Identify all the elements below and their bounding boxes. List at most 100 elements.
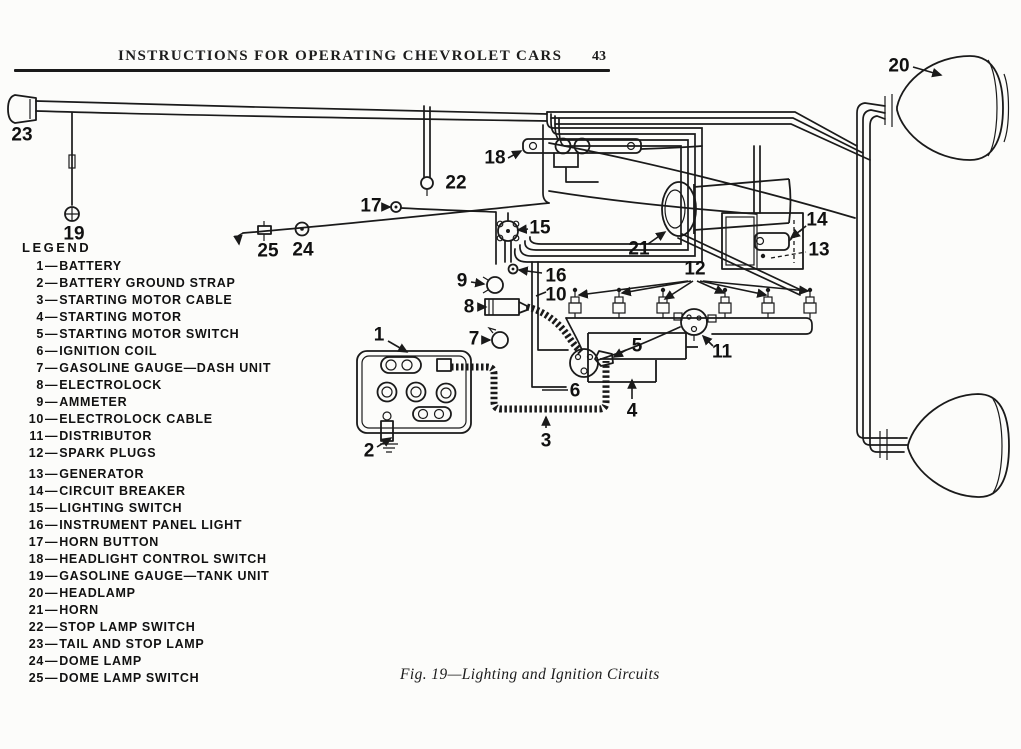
callout-11: 11	[711, 341, 733, 363]
legend-item-number: 24	[28, 654, 44, 668]
callout-5: 5	[631, 335, 643, 357]
callout-22: 22	[445, 172, 467, 194]
callout-25: 25	[257, 240, 279, 262]
legend-item-dash: —	[45, 310, 59, 324]
legend-item-22: 22—STOP LAMP SWITCH	[20, 620, 340, 637]
legend-item-8: 8—ELECTROLOCK	[20, 378, 340, 395]
headlamp-lower-shape	[907, 393, 1010, 498]
callout-21: 21	[628, 238, 650, 260]
legend-item-label: BATTERY GROUND STRAP	[59, 276, 236, 290]
generator-feed-wires	[753, 145, 761, 214]
legend-item-dash: —	[45, 327, 59, 341]
legend-item-number: 6	[36, 344, 44, 358]
legend-item-number: 11	[29, 429, 44, 443]
headlamp-upper-shape	[896, 55, 1010, 161]
dome-lamp-shape	[294, 221, 310, 237]
legend-item-16: 16—INSTRUMENT PANEL LIGHT	[20, 518, 340, 535]
dash-feed-wires	[531, 261, 569, 388]
stop-lamp-switch-shape	[420, 176, 434, 196]
legend-item-6: 6—IGNITION COIL	[20, 344, 340, 361]
electrolock-shape	[484, 298, 528, 316]
legend-item-label: HEADLAMP	[59, 586, 136, 600]
legend-item-label: HORN BUTTON	[59, 535, 160, 549]
legend-item-dash: —	[45, 552, 59, 566]
legend-item-label: IGNITION COIL	[59, 344, 158, 358]
legend-item-label: DOME LAMP	[59, 654, 142, 668]
legend-item-dash: —	[45, 603, 59, 617]
callout-1: 1	[373, 324, 385, 346]
legend-item-number: 10	[28, 412, 44, 426]
legend-item-24: 24—DOME LAMP	[20, 654, 340, 671]
legend-item-14: 14—CIRCUIT BREAKER	[20, 484, 340, 501]
legend-item-label: STARTING MOTOR SWITCH	[59, 327, 240, 341]
page-header: INSTRUCTIONS FOR OPERATING CHEVROLET CAR…	[118, 48, 563, 64]
legend-item-20: 20—HEADLAMP	[20, 586, 340, 603]
legend-item-dash: —	[45, 293, 59, 307]
legend-item-label: INSTRUMENT PANEL LIGHT	[59, 518, 243, 532]
callout-4: 4	[626, 400, 638, 422]
legend-item-number: 17	[28, 535, 44, 549]
legend-item-number: 18	[28, 552, 44, 566]
dome-lamp-wire-riser	[542, 124, 550, 204]
callout-7: 7	[468, 328, 480, 350]
legend-item-number: 5	[36, 327, 44, 341]
legend-item-dash: —	[45, 671, 59, 685]
tail-lamp-wire-2	[35, 110, 548, 122]
legend-item-number: 19	[28, 569, 44, 583]
legend-item-number: 2	[36, 276, 44, 290]
callout-9: 9	[456, 270, 468, 292]
legend-item-number: 23	[28, 637, 44, 651]
ammeter-shape	[482, 276, 504, 294]
legend-item-number: 8	[36, 378, 44, 392]
legend-item-number: 13	[28, 467, 44, 481]
legend-item-dash: —	[45, 518, 59, 532]
gas-gauge-tank-unit-shape	[64, 112, 80, 222]
figure-caption: Fig. 19—Lighting and Ignition Circuits	[400, 666, 660, 683]
legend-item-9: 9—AMMETER	[20, 395, 340, 412]
legend-item-dash: —	[45, 535, 59, 549]
dome-lamp-wire	[242, 202, 550, 234]
ignition-coil-shape	[569, 326, 681, 378]
legend-item-number: 25	[28, 671, 44, 685]
legend-item-12: 12—SPARK PLUGS	[20, 446, 340, 463]
harness-to-coil-wire	[565, 317, 583, 351]
legend-item-15: 15—LIGHTING SWITCH	[20, 501, 340, 518]
callout-10: 10	[545, 284, 567, 306]
horn-button-wire	[400, 207, 497, 265]
legend-item-label: SPARK PLUGS	[59, 446, 157, 460]
legend-item-dash: —	[45, 620, 59, 634]
legend-item-number: 21	[28, 603, 44, 617]
legend-item-label: BATTERY	[59, 259, 122, 273]
instrument-panel-light-shape	[507, 263, 519, 275]
legend-item-dash: —	[45, 569, 59, 583]
legend-item-dash: —	[45, 276, 59, 290]
starting-motor-switch-shape	[594, 350, 614, 367]
legend-item-25: 25—DOME LAMP SWITCH	[20, 671, 340, 688]
legend-item-label: HEADLIGHT CONTROL SWITCH	[59, 552, 267, 566]
legend-item-label: GASOLINE GAUGE—DASH UNIT	[59, 361, 272, 375]
legend-item-label: AMMETER	[59, 395, 128, 409]
tail-lamp-wire-1	[35, 100, 548, 115]
legend-item-5: 5—STARTING MOTOR SWITCH	[20, 327, 340, 344]
starting-motor-cable-shape	[451, 361, 610, 413]
legend-item-number: 12	[28, 446, 44, 460]
callout-18: 18	[484, 147, 506, 169]
legend-item-23: 23—TAIL AND STOP LAMP	[20, 637, 340, 654]
callout-24: 24	[292, 239, 314, 261]
legend-item-label: GENERATOR	[59, 467, 145, 481]
legend-item-label: STOP LAMP SWITCH	[59, 620, 196, 634]
legend-item-dash: —	[45, 412, 59, 426]
crossing-wire-1	[548, 142, 856, 219]
callout-14: 14	[806, 209, 828, 231]
callout-23: 23	[11, 124, 33, 146]
callout-2: 2	[363, 440, 375, 462]
battery-ground-strap-shape	[380, 411, 398, 453]
legend-item-number: 4	[36, 310, 44, 324]
callout-6: 6	[569, 380, 581, 402]
legend-item-number: 14	[28, 484, 44, 498]
ignition-harness	[565, 317, 813, 335]
legend-item-4: 4—STARTING MOTOR	[20, 310, 340, 327]
